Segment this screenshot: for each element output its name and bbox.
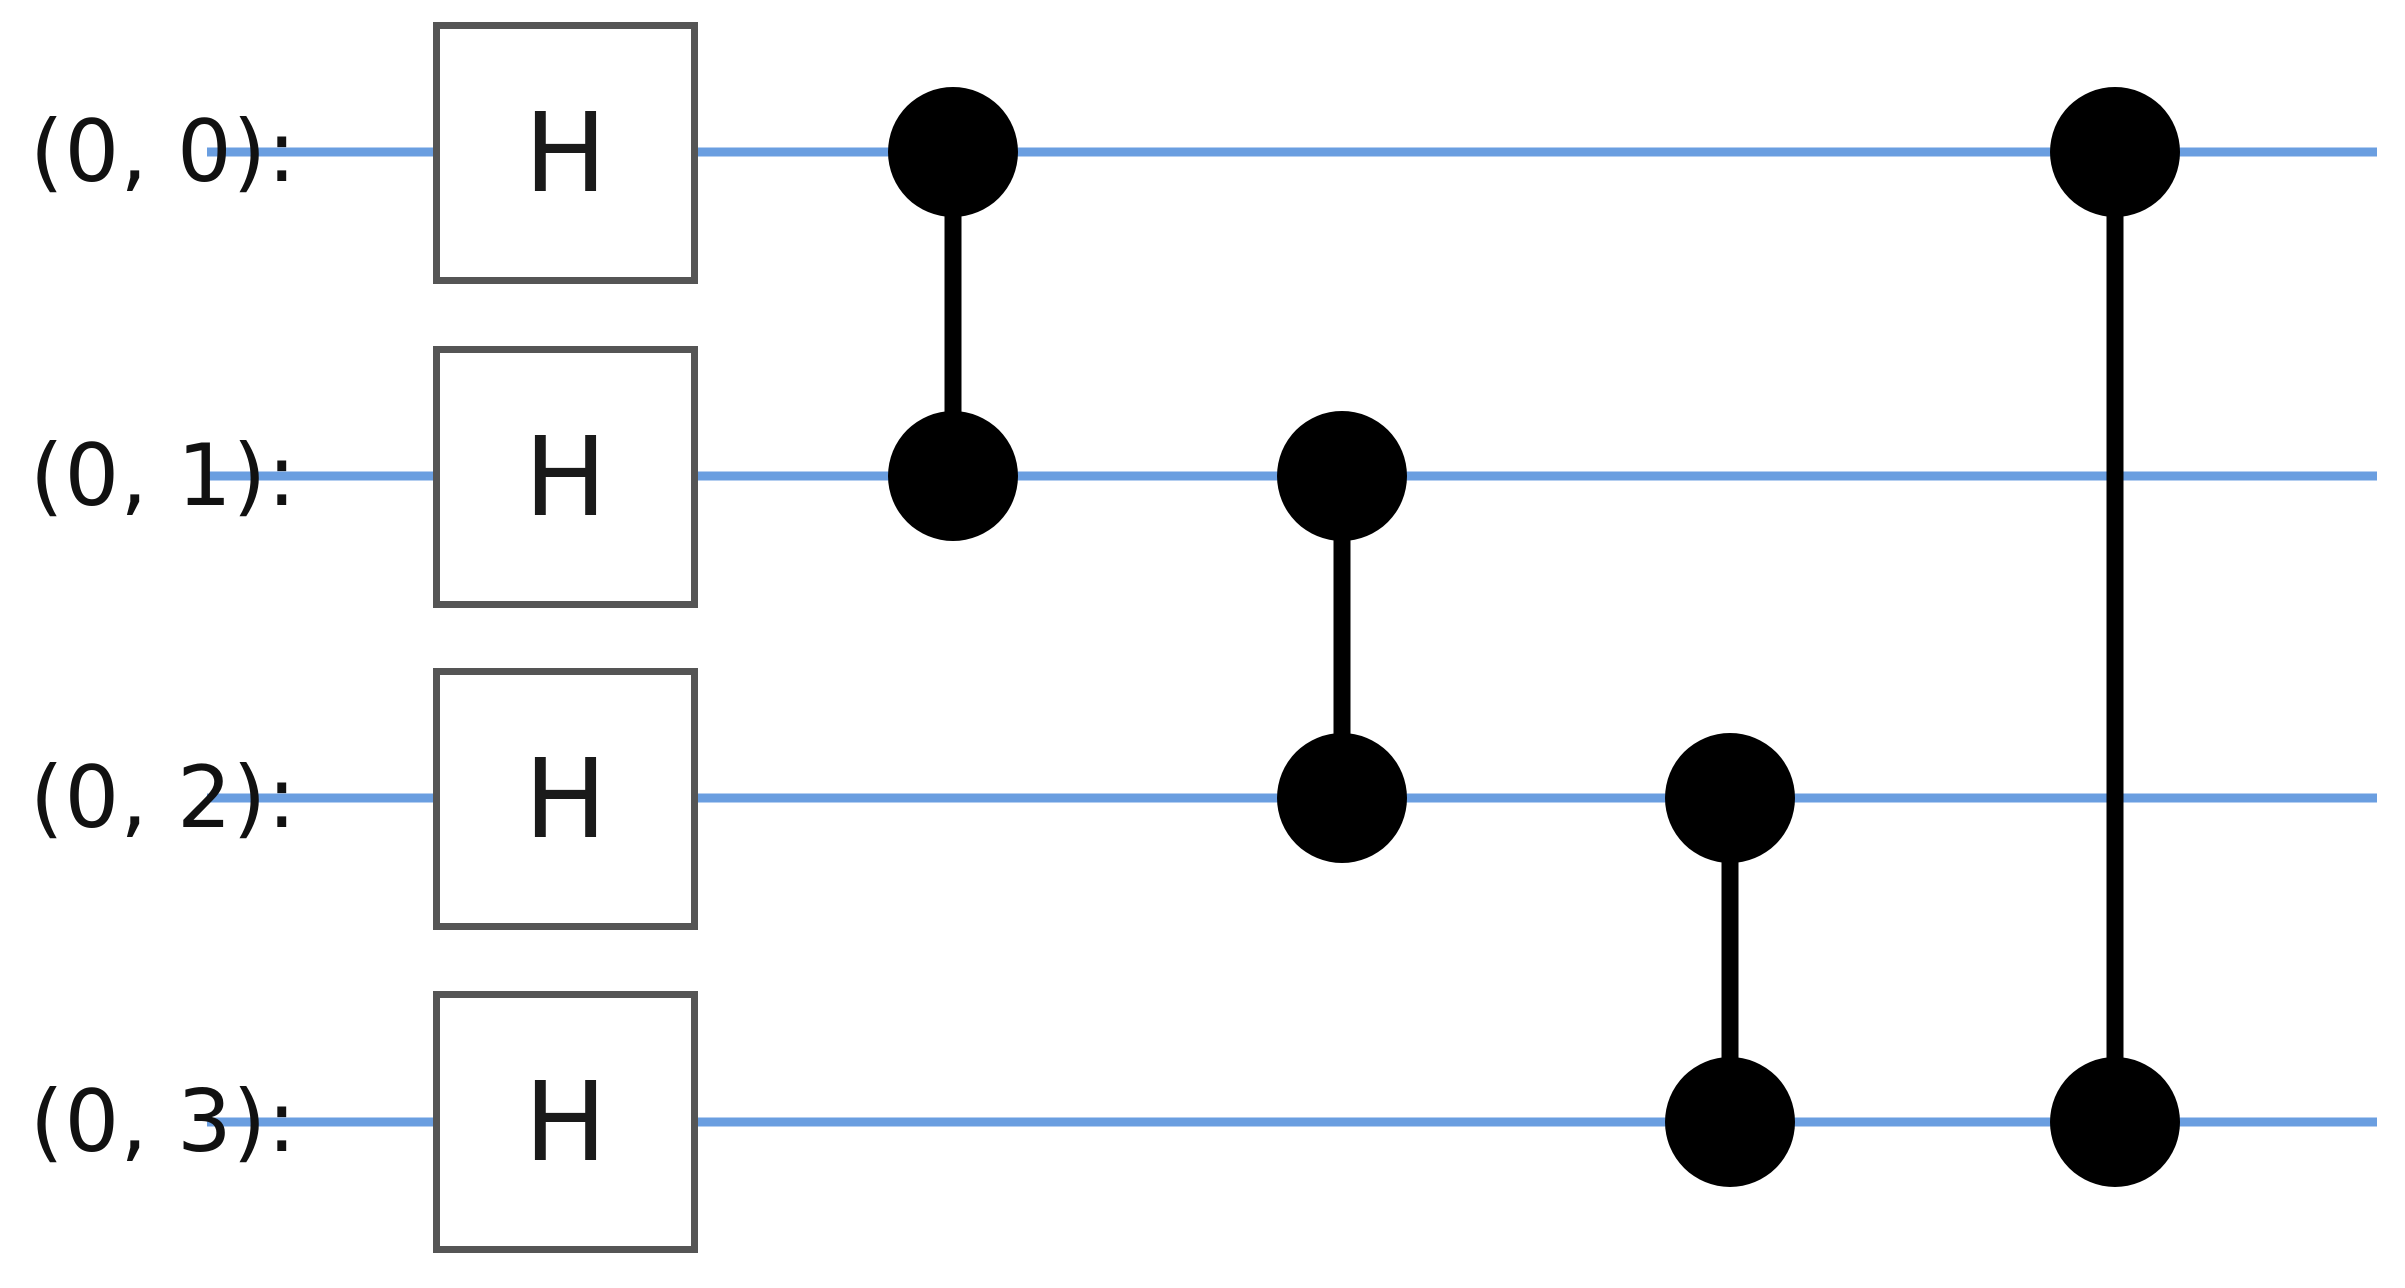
qubit-label: (0, 0): — [30, 102, 298, 202]
hadamard-gate[interactable]: H — [433, 668, 698, 930]
qubit-wire — [207, 147, 2377, 157]
cz-gate-link[interactable] — [1721, 798, 1739, 1122]
control-dot[interactable] — [1665, 733, 1795, 863]
control-dot[interactable] — [2050, 87, 2180, 217]
qubit-label: (0, 1): — [30, 426, 298, 526]
control-dot[interactable] — [888, 411, 1018, 541]
control-dot[interactable] — [1277, 733, 1407, 863]
control-dot[interactable] — [1665, 1057, 1795, 1187]
control-dot[interactable] — [888, 87, 1018, 217]
gate-label: H — [524, 1058, 607, 1186]
qubit-label: (0, 2): — [30, 748, 298, 848]
gate-label: H — [524, 735, 607, 863]
qubit-wire — [207, 1117, 2377, 1127]
gate-label: H — [524, 89, 607, 217]
gate-label: H — [524, 413, 607, 541]
hadamard-gate[interactable]: H — [433, 22, 698, 284]
cz-gate-link[interactable] — [2106, 152, 2124, 1122]
control-dot[interactable] — [1277, 411, 1407, 541]
cz-gate-link[interactable] — [1333, 476, 1351, 798]
cz-gate-link[interactable] — [944, 152, 962, 476]
hadamard-gate[interactable]: H — [433, 991, 698, 1253]
hadamard-gate[interactable]: H — [433, 346, 698, 608]
control-dot[interactable] — [2050, 1057, 2180, 1187]
qubit-label: (0, 3): — [30, 1072, 298, 1172]
